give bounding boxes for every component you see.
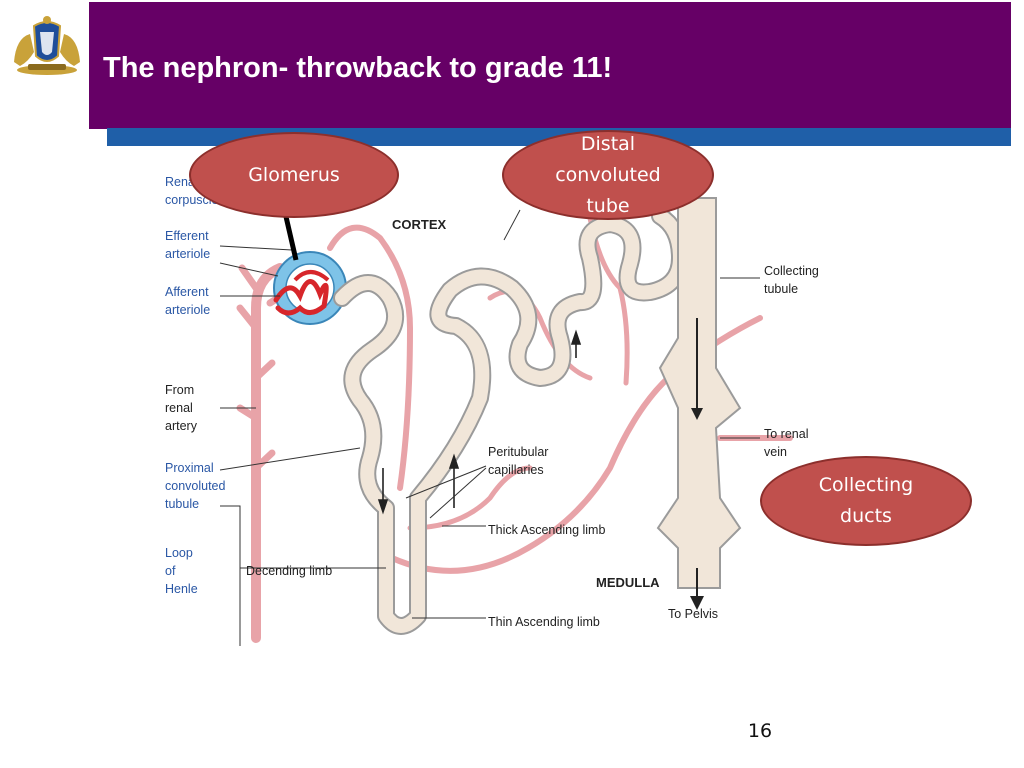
region-cortex-label: CORTEX [392, 217, 447, 232]
label-collecting-tubule-2: tubule [764, 282, 798, 296]
label-collecting-tubule-1: Collecting [764, 264, 819, 278]
label-from-renal-1: From [165, 383, 194, 397]
label-to-renal-vein-1: To renal [764, 427, 808, 441]
label-proximal-2: convoluted [165, 479, 226, 493]
collecting-duct [656, 197, 742, 610]
label-peritubular-2: capillaries [488, 463, 544, 477]
label-thin-ascending: Thin Ascending limb [488, 615, 600, 629]
title-band [89, 2, 1011, 129]
callout-distal-line-3: tube [586, 194, 630, 217]
label-loop-2: of [165, 564, 176, 578]
leader-lines [219, 245, 760, 646]
coat-of-arms-icon [14, 16, 80, 75]
label-afferent-2: arteriole [165, 303, 210, 317]
label-thick-ascending: Thick Ascending limb [488, 523, 605, 537]
label-efferent-2: arteriole [165, 247, 210, 261]
callout-distal-convoluted-tube: Distal convoluted tube [502, 130, 714, 220]
label-descending-limb: Decending limb [246, 564, 332, 578]
label-proximal-3: tubule [165, 497, 199, 511]
flow-arrows [377, 329, 582, 515]
label-to-renal-vein-2: vein [764, 445, 787, 459]
label-from-renal-3: artery [165, 419, 198, 433]
callout-distal-line-1: Distal [580, 132, 636, 155]
label-efferent-1: Efferent [165, 229, 209, 243]
label-loop-3: Henle [165, 582, 198, 596]
region-medulla-label: MEDULLA [596, 575, 660, 590]
label-afferent-1: Afferent [165, 285, 209, 299]
label-from-renal-2: renal [165, 401, 193, 415]
glomerulus-icon [273, 251, 347, 325]
nephron-diagram: Renal corpuscle Efferent arteriole Affer… [165, 175, 819, 646]
label-loop-1: Loop [165, 546, 193, 560]
label-proximal-1: Proximal [165, 461, 214, 475]
callout-glomerus: Glomerus [189, 132, 399, 218]
slide-title: The nephron- throwback to grade 11! [103, 52, 613, 84]
distal-pointer [503, 209, 521, 241]
page-number: 16 [747, 720, 773, 742]
callout-collecting-line-2: ducts [840, 505, 892, 527]
callout-collecting-line-1: Collecting [818, 474, 914, 496]
callout-collecting-ducts: Collecting ducts [760, 456, 972, 546]
label-peritubular-1: Peritubular [488, 445, 548, 459]
callout-distal-line-2: convoluted [555, 163, 661, 186]
label-to-pelvis: To Pelvis [668, 607, 718, 621]
callout-glomerus-label: Glomerus [248, 163, 340, 186]
nephron-tubule [333, 207, 689, 635]
